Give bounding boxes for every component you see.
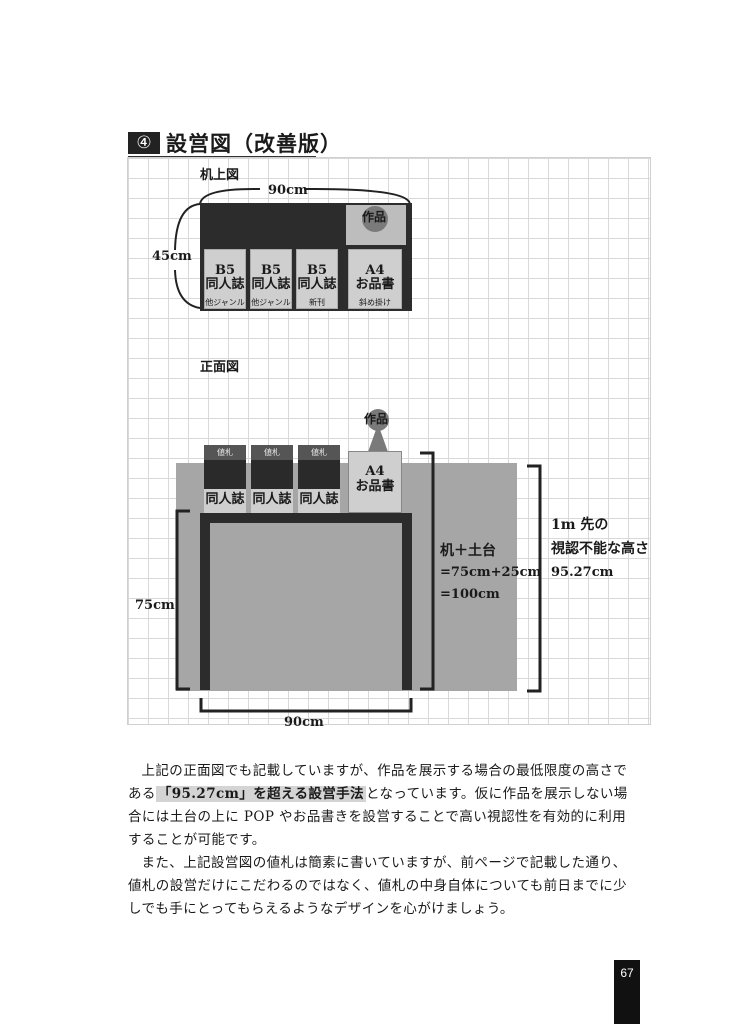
section-heading: ④ 設営図（改善版） <box>128 130 342 156</box>
slot-size: A4 <box>365 263 385 278</box>
price-tag-2: 値札 <box>251 445 293 489</box>
top-view-width-label: 90cm <box>268 183 308 198</box>
desk-height-label: 75cm <box>135 598 175 613</box>
visibility-note: 1m 先の 視認不能な高さ 95.27cm <box>551 513 649 585</box>
price-tag-body <box>251 460 293 489</box>
top-slot-1: B5 同人誌 他ジャンル <box>204 249 246 309</box>
paragraph-1-end: となっています。仮に作品を展示しない場合には土台の上に POP やお品書きを設営… <box>128 786 628 848</box>
visibility-line3: 95.27cm <box>551 565 614 580</box>
body-text: 上記の正面図でも記載していますが、作品を展示する場合の最低限度の高さである「95… <box>128 760 638 921</box>
artwork-marker <box>362 206 388 232</box>
menu-size: A4 <box>365 464 385 479</box>
slot-name: お品書 <box>355 277 395 292</box>
paragraph-2: また、上記設営図の値札は簡素に書いていますが、前ページで記載した通り、値札の設営… <box>128 855 628 917</box>
price-tag-1: 値札 <box>204 445 246 489</box>
slot-size: B5 <box>214 263 236 278</box>
price-tag-body <box>298 460 340 489</box>
top-view-depth-label: 45cm <box>152 249 192 264</box>
slot-size: B5 <box>260 263 282 278</box>
total-height-note: 机＋土台 =75cm+25cm =100cm <box>440 540 541 606</box>
top-slot-3: B5 同人誌 新刊 <box>296 249 338 309</box>
top-slot-2: B5 同人誌 他ジャンル <box>250 249 292 309</box>
total-height-line1: 机＋土台 <box>440 543 496 559</box>
visibility-line1: 1m 先の <box>551 517 609 533</box>
menu-name: お品書 <box>355 479 395 494</box>
slot-note: 斜め掛け <box>359 298 391 307</box>
front-view-display-label: 作品 <box>364 412 389 426</box>
highlighted-phrase: 「95.27cm」を超える設営手法 <box>155 786 366 802</box>
slot-name: 同人誌 <box>251 277 291 292</box>
section-number: ④ <box>128 132 160 154</box>
total-height-line3: =100cm <box>440 587 500 602</box>
book-3: 同人誌 <box>298 489 340 513</box>
section-title: 設営図（改善版） <box>166 131 342 156</box>
total-height-line2: =75cm+25cm <box>440 565 542 580</box>
top-view-display-label: 作品 <box>362 210 387 224</box>
book-1: 同人誌 <box>204 489 246 513</box>
price-tag-label: 値札 <box>204 445 246 460</box>
top-view-dimension-lines <box>174 187 411 309</box>
display-easel <box>367 409 389 452</box>
visibility-line2: 視認不能な高さ <box>551 541 649 557</box>
book-2: 同人誌 <box>251 489 293 513</box>
slot-note: 新刊 <box>309 298 325 307</box>
slot-note: 他ジャンル <box>205 298 245 307</box>
price-tag-label: 値札 <box>298 445 340 460</box>
top-slot-4: A4 お品書 斜め掛け <box>348 249 402 309</box>
paragraph-1: 上記の正面図でも記載していますが、作品を展示する場合の最低限度の高さである「95… <box>128 760 638 852</box>
page-number: 67 <box>614 960 640 1024</box>
desk-width-label: 90cm <box>284 715 324 730</box>
price-tag-label: 値札 <box>251 445 293 460</box>
price-tag-body <box>204 460 246 489</box>
front-view-dimension-brackets <box>175 451 542 713</box>
front-view-label: 正面図 <box>200 360 240 375</box>
top-view-label: 机上図 <box>200 168 240 183</box>
menu-board: A4 お品書 <box>348 451 402 513</box>
slot-note: 他ジャンル <box>251 298 291 307</box>
slot-name: 同人誌 <box>205 277 245 292</box>
paragraph-1-start: 上記の正面図でも記載していますが、作品を展示する場合の最低限度の高さである <box>128 763 628 802</box>
desk-front-opening <box>210 523 402 690</box>
slot-size: B5 <box>306 263 328 278</box>
slot-name: 同人誌 <box>297 277 337 292</box>
price-tag-3: 値札 <box>298 445 340 489</box>
